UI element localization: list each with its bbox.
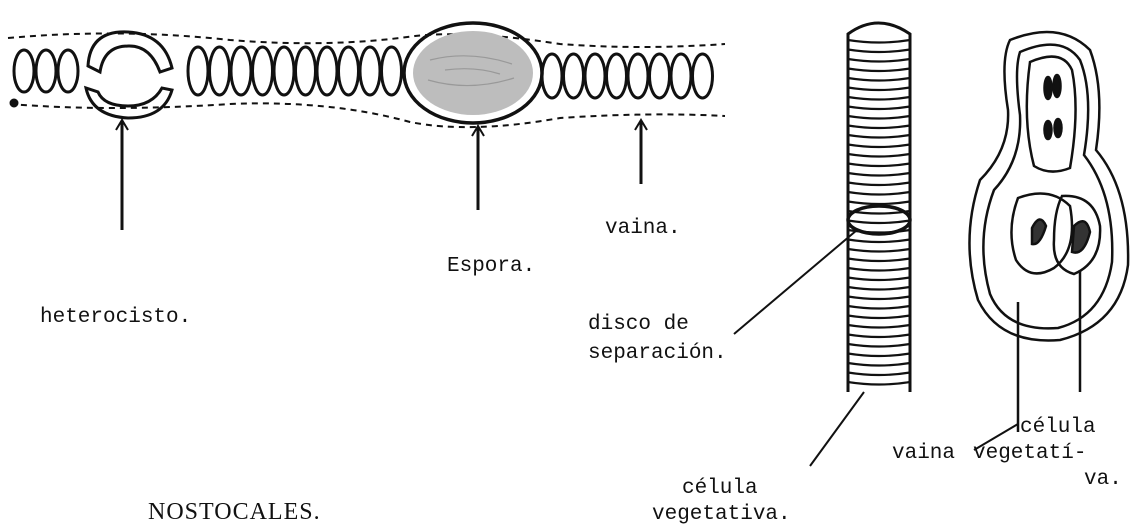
trichome-cell-wall: [848, 126, 910, 129]
vaina-right-label: vaina: [892, 443, 955, 464]
trichome-cell-wall: [848, 69, 910, 72]
trichome-cell-wall: [848, 221, 910, 224]
trichome-cell-wall: [848, 173, 910, 176]
cell-content-left: [1032, 219, 1046, 244]
vegetative-cell: [360, 47, 380, 95]
trichome-cell-wall: [848, 335, 910, 338]
celula-right-label-line3: va.: [1084, 469, 1122, 490]
filament-diagram: [8, 23, 725, 230]
vaina-filament-label: vaina.: [605, 218, 681, 239]
celula-right-label-line2: vegetatí-: [973, 443, 1086, 464]
trichome-cell-wall: [848, 287, 910, 290]
vegetative-cell: [317, 47, 337, 95]
vegetative-cell: [564, 54, 584, 98]
trichome-cell-wall: [848, 107, 910, 110]
trichome-cell-wall: [848, 164, 910, 167]
trichome-cell-wall: [848, 50, 910, 53]
cell-row-right: [542, 54, 713, 98]
vegetative-cell: [296, 47, 316, 95]
upper-cell: [1027, 57, 1076, 172]
trichome-cell-wall: [848, 183, 910, 186]
trichome-cell-wall: [848, 116, 910, 119]
trichome-cell-wall: [848, 78, 910, 81]
vegetative-cell: [274, 47, 294, 95]
trichome-cell-wall: [848, 88, 910, 91]
trichome-cell-wall: [848, 154, 910, 157]
celula-vegetativa-label-line1: célula: [682, 478, 758, 499]
cell-content-right: [1072, 221, 1090, 252]
filament-end-dot: [11, 100, 17, 106]
vegetative-cell: [671, 54, 691, 98]
trichome-cell-wall: [848, 306, 910, 309]
trichome-cell-wall: [848, 382, 910, 385]
trichome-cell-wall: [848, 202, 910, 205]
upper-granule-2: [1054, 75, 1061, 97]
vegetative-cell: [231, 47, 251, 95]
separation-disc: [848, 206, 910, 234]
vegetative-cell: [585, 54, 605, 98]
vegetative-cell: [36, 50, 56, 92]
trichome-cell-wall: [848, 278, 910, 281]
trichome-cell-wall: [848, 344, 910, 347]
figure-title: NOSTOCALES.: [148, 500, 321, 524]
vegetative-cell: [650, 54, 670, 98]
trichome-cell-wall: [848, 97, 910, 100]
upper-granule-1: [1045, 77, 1052, 99]
trichome-cell-wall: [848, 249, 910, 252]
trichome-cell-walls: [848, 40, 910, 385]
trichome-cell-wall: [848, 373, 910, 376]
cell-row-middle: [188, 47, 402, 95]
vegetative-cell: [188, 47, 208, 95]
celula-vegetativa-label-line2: vegetativa.: [652, 504, 791, 525]
trichome-cell-wall: [848, 192, 910, 195]
vegetative-cell: [14, 50, 34, 92]
trichome-cell-wall: [848, 354, 910, 357]
espora-label: Espora.: [447, 256, 535, 277]
trichome-cell-wall: [848, 135, 910, 138]
vegetative-cell: [542, 54, 562, 98]
cell-row-left: [14, 50, 78, 92]
vegetative-cell: [58, 50, 78, 92]
spore-icon: [404, 23, 542, 123]
disco-label-line1: disco de: [588, 314, 689, 335]
vegetative-cell: [339, 47, 359, 95]
celula-vegetativa-pointer: [810, 392, 864, 466]
vegetative-cell: [693, 54, 713, 98]
trichome-cell-wall: [848, 316, 910, 319]
upper-granule-4: [1055, 119, 1062, 137]
trichome-cell-wall: [848, 145, 910, 148]
oscillatoria-trichome-diagram: [734, 23, 910, 466]
disco-label-line2: separación.: [588, 343, 727, 364]
trichome-cell-wall: [848, 259, 910, 262]
trichome-cell-wall: [848, 240, 910, 243]
trichome-cell-wall: [848, 59, 910, 62]
disco-pointer: [734, 230, 857, 334]
trichome-cell-wall: [848, 325, 910, 328]
vegetative-cell: [607, 54, 627, 98]
trichome-cell-wall: [848, 40, 910, 43]
upper-granule-3: [1045, 121, 1052, 139]
sheath-top-outline: [8, 33, 725, 47]
trichome-cell-wall: [848, 268, 910, 271]
trichome-cell-wall: [848, 297, 910, 300]
vegetative-cell: [210, 47, 230, 95]
heterocyst-icon: [86, 32, 172, 118]
vegetative-cell: [382, 47, 402, 95]
heterocisto-label: heterocisto.: [40, 307, 191, 328]
celula-right-label-line1: célula: [1020, 417, 1096, 438]
vegetative-cell: [628, 54, 648, 98]
sheathed-colony-diagram: [969, 32, 1128, 450]
trichome-cell-wall: [848, 363, 910, 366]
vegetative-cell: [253, 47, 273, 95]
